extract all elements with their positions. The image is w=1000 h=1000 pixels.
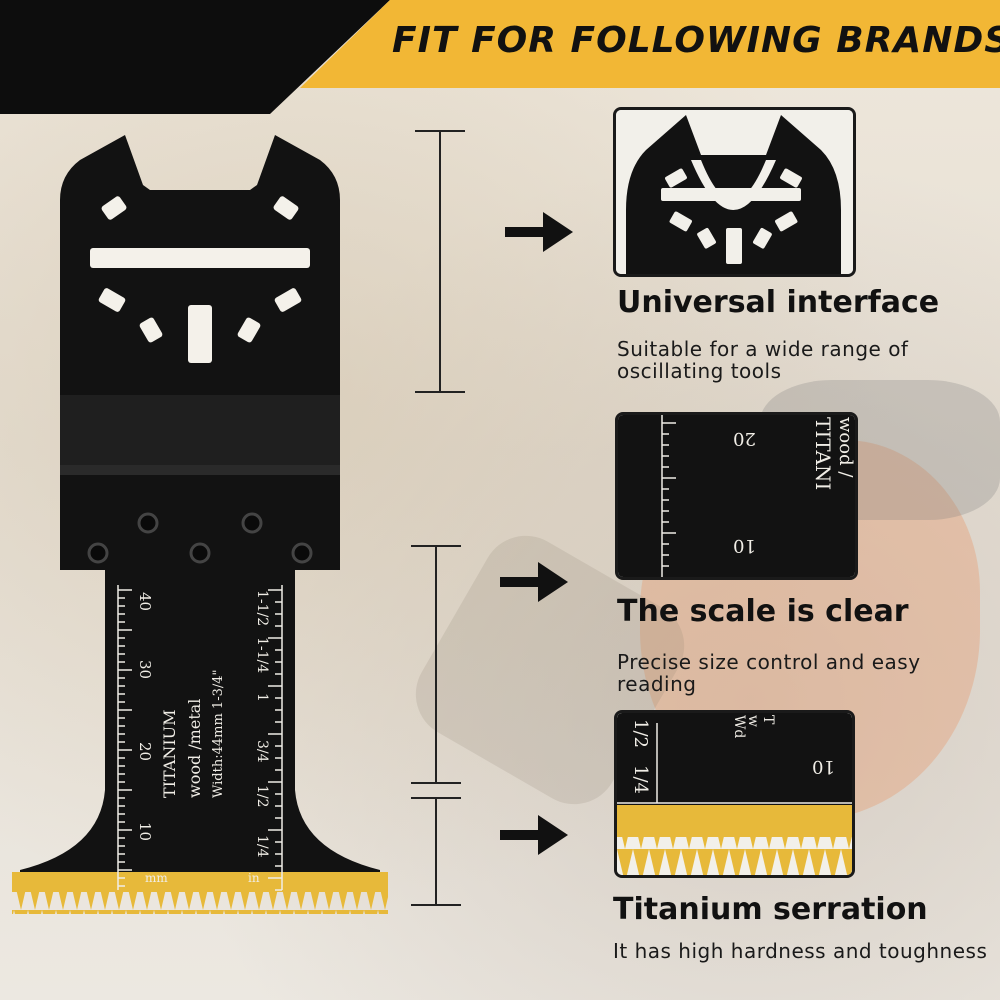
mm-tick-20: 20 [136, 742, 154, 761]
inch-tick-1-1-2: 1-1/2 [254, 590, 270, 626]
scale-closeup-panel: 20 10 TITANI wood / [615, 412, 858, 580]
blade-material: wood /metal [185, 699, 204, 798]
inch-tick-1-2: 1/2 [254, 785, 270, 808]
dimension-bracket-top [415, 130, 465, 393]
scale-brand: TITANI [811, 417, 835, 490]
mm-tick-30: 30 [136, 660, 154, 679]
arrow-right-icon [505, 212, 573, 252]
dimension-bracket-bottom [411, 797, 461, 906]
inch-tick-3-4: 3/4 [254, 740, 270, 763]
feature-title-serration: Titanium serration [613, 892, 928, 927]
scale-label-20: 20 [733, 428, 756, 449]
feature-desc-interface: Suitable for a wide range of oscillating… [617, 337, 909, 383]
feature-title-scale: The scale is clear [617, 594, 909, 629]
saw-blade-image: 40 30 20 10 1-1/2 1-1/4 1 3/4 1/2 1/4 TI… [12, 135, 388, 914]
teeth-brand: T [760, 715, 776, 725]
header-title: FIT FOR FOLLOWING BRANDS [392, 20, 1000, 61]
teeth-frac-1-4: 1/4 [630, 765, 651, 794]
teeth-closeup-panel: 1/2 1/4 10 T w Wd [614, 710, 855, 878]
teeth-width: Wd [731, 715, 747, 738]
feature-desc-serration: It has high hardness and toughness [613, 939, 988, 963]
blade-width: Width:44mm 1-3/4" [211, 670, 226, 798]
feature-desc-scale: Precise size control and easy reading [617, 650, 921, 696]
blade-brand: TITANIUM [160, 709, 179, 798]
scale-label-10: 10 [733, 535, 756, 556]
arrow-right-icon [500, 562, 568, 602]
teeth-label-10: 10 [812, 756, 835, 777]
inch-tick-1: 1 [254, 693, 270, 702]
arrow-right-icon [500, 815, 568, 855]
dimension-bracket-middle [411, 545, 461, 784]
feature-title-interface: Universal interface [617, 285, 940, 320]
inch-tick-1-1-4: 1-1/4 [254, 637, 270, 673]
teeth-w: w [745, 715, 761, 727]
mm-tick-10: 10 [136, 822, 154, 841]
interface-closeup-panel [613, 107, 856, 277]
blade-in-unit: in [248, 871, 260, 885]
teeth-frac-1-2: 1/2 [630, 719, 651, 748]
header-banner [300, 0, 1000, 88]
blade-mm-unit: mm [145, 871, 168, 885]
mm-tick-40: 40 [136, 592, 154, 611]
scale-material: wood / [835, 417, 855, 478]
inch-tick-1-4: 1/4 [254, 835, 270, 858]
